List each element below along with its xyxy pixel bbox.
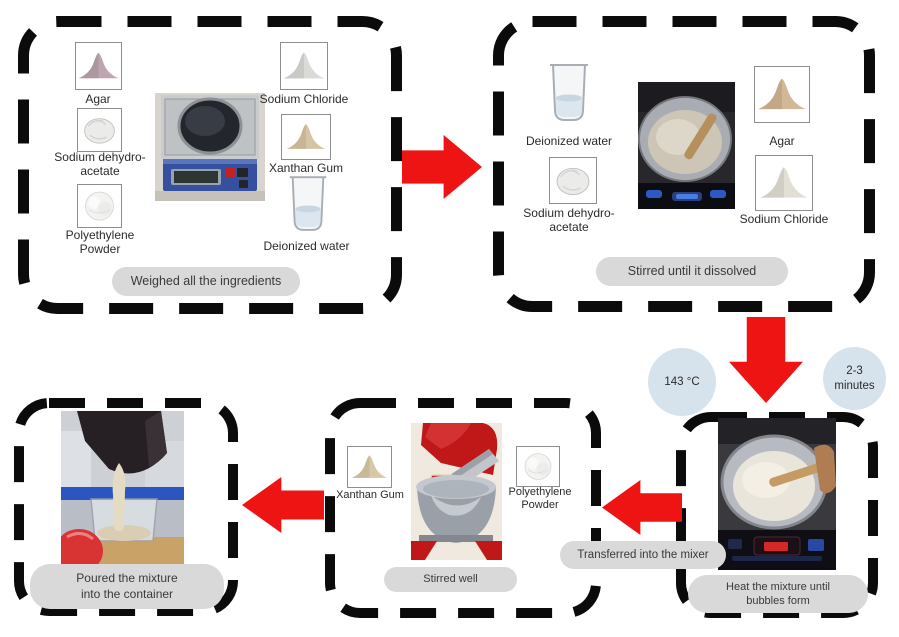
caption-weigh: Weighed all the ingredients: [112, 267, 300, 296]
sodium-chloride-thumbnail: [280, 42, 328, 90]
label-line: Polyethylene: [508, 486, 572, 498]
flow-arrow-dissolve-to-heat: [729, 317, 803, 403]
sodium-chloride-label: Sodium Chloride: [739, 212, 829, 226]
dashed-border: [14, 398, 238, 616]
stand-mixer-photo: [411, 423, 502, 560]
time-value-line1: 2-3: [846, 364, 863, 377]
pouring-mixture-illustration: [61, 411, 184, 564]
xanthan-gum-powder-icon: [286, 124, 326, 149]
deionized-water-label: Deionized water: [525, 134, 613, 148]
sodium-dehydroacetate-thumbnail: [549, 157, 597, 204]
deionized-water-beaker-icon: [285, 174, 331, 236]
dashed-border: [325, 398, 601, 618]
xanthan-gum-label: Xanthan Gum: [268, 161, 344, 175]
caption-dissolve: Stirred until it dissolved: [596, 257, 788, 286]
label-line: Polyethylene: [65, 228, 135, 242]
scale-photo: [155, 93, 265, 201]
label-line: acetate: [549, 220, 589, 235]
sodium-chloride-thumbnail: [755, 155, 813, 211]
agar-powder-icon: [758, 78, 806, 110]
sodium-chloride-powder-icon: [283, 52, 325, 79]
caption-transfer: Transferred into the mixer: [560, 541, 726, 569]
step-dissolve-box: Deionized water Sodium dehydro- acetate: [493, 16, 875, 312]
label-line: Powder: [79, 242, 121, 257]
sodium-dehydroacetate-lump-icon: [556, 167, 590, 196]
step-weigh-box: Agar Sodium dehydro- acetate Polyethylen…: [18, 16, 402, 314]
temperature-value: 143 °C: [664, 375, 700, 388]
polyethylene-label: Polyethylene Powder: [501, 486, 579, 512]
agar-thumbnail: [75, 42, 122, 90]
caption-heat: Heat the mixture until bubbles form: [688, 575, 868, 613]
polyethylene-powder-icon: [85, 191, 114, 221]
temperature-badge: 143 °C: [648, 348, 716, 416]
xanthan-gum-thumbnail: [281, 114, 331, 160]
agar-powder-icon: [78, 52, 119, 79]
dashed-border: [18, 16, 402, 314]
agar-label: Agar: [769, 134, 795, 148]
caption-line: Heat the mixture until: [726, 580, 830, 593]
stand-mixer-illustration: [411, 423, 502, 560]
deionized-water-label: Deionized water: [263, 239, 350, 253]
agar-thumbnail: [754, 66, 810, 123]
dissolving-pot-photo: [638, 82, 735, 209]
xanthan-gum-label: Xanthan Gum: [336, 489, 404, 501]
flow-arrow-weigh-to-dissolve: [402, 135, 482, 199]
polyethylene-thumbnail: [77, 184, 122, 228]
boiling-pot-illustration: [718, 418, 836, 570]
weighing-scale-illustration: [155, 93, 265, 201]
sodium-chloride-powder-icon: [760, 167, 808, 198]
pouring-photo: [61, 411, 184, 564]
heating-pot-photo: [718, 418, 836, 570]
xanthan-gum-powder-icon: [352, 455, 387, 478]
sodium-dehydroacetate-label: Sodium dehydro- acetate: [489, 206, 649, 235]
agar-label: Agar: [85, 92, 111, 106]
caption-pour: Poured the mixture into the container: [30, 564, 224, 609]
time-badge: 2-3 minutes: [823, 347, 886, 410]
sodium-dehydroacetate-label: Sodium dehydro- acetate: [26, 150, 174, 179]
caption-line: into the container: [80, 586, 174, 601]
flow-arrow-heat-to-mix: [602, 480, 682, 535]
step-pour-box: Poured the mixture into the container: [14, 398, 238, 616]
label-line: Sodium dehydro-: [523, 206, 615, 220]
sodium-dehydroacetate-lump-icon: [84, 118, 115, 144]
caption-line: Poured the mixture: [76, 570, 178, 585]
sodium-chloride-label: Sodium Chloride: [259, 92, 349, 106]
time-value-line2: minutes: [834, 379, 875, 392]
polyethylene-label: Polyethylene Powder: [26, 228, 174, 257]
polyethylene-powder-icon: [524, 453, 552, 480]
flow-arrow-mix-to-pour: [242, 477, 324, 533]
caption-line: bubbles form: [746, 595, 810, 607]
step-heat-box: Heat the mixture until bubbles form: [676, 412, 878, 618]
label-line: acetate: [80, 164, 120, 179]
dashed-border: [493, 16, 875, 312]
deionized-water-beaker-icon: [545, 62, 593, 126]
label-line: Powder: [521, 499, 559, 512]
sodium-dehydroacetate-thumbnail: [77, 108, 122, 152]
polyethylene-thumbnail: [516, 446, 560, 487]
step-mix-box: Xanthan Gum: [325, 398, 601, 618]
caption-mix: Stirred well: [384, 567, 517, 592]
label-line: Sodium dehydro-: [54, 150, 146, 164]
pot-on-stove-illustration: [638, 82, 735, 209]
xanthan-gum-thumbnail: [347, 446, 392, 488]
